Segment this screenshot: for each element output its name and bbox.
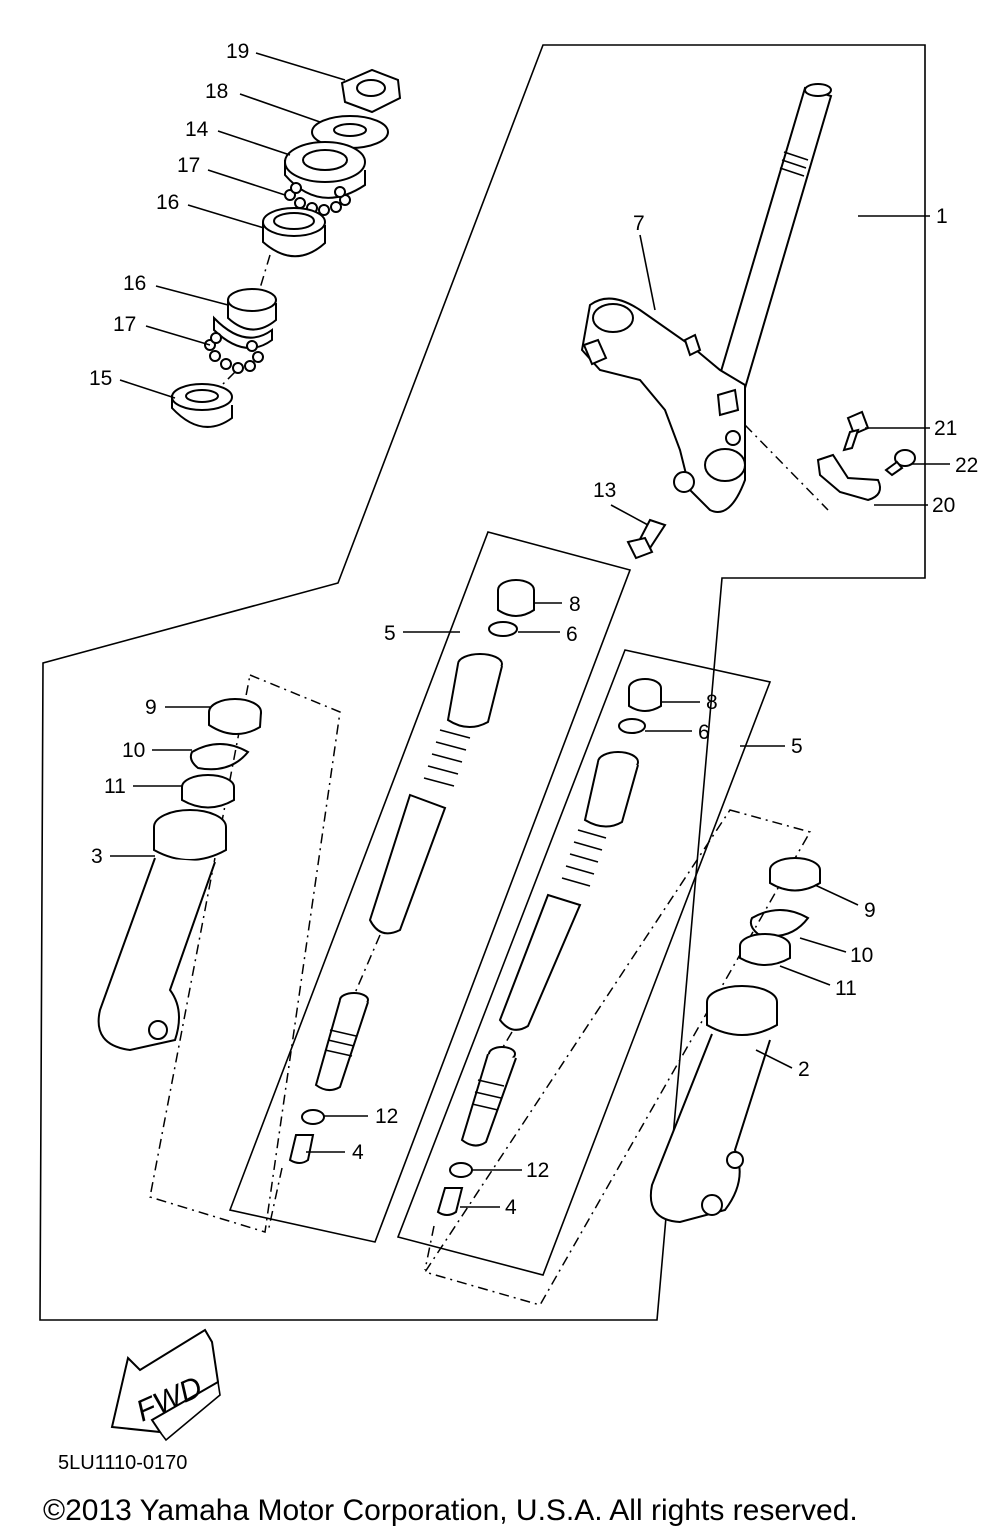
- callout-4-right: 4: [505, 1196, 517, 1219]
- callout-9-right: 9: [864, 899, 876, 922]
- callout-19: 19: [226, 40, 249, 63]
- callout-6-right: 6: [698, 721, 710, 744]
- callout-11-left: 11: [104, 775, 126, 798]
- callout-16-lower: 16: [123, 272, 146, 295]
- callout-15: 15: [89, 367, 112, 390]
- callout-6-left: 6: [566, 623, 578, 646]
- ball-race-17-lower-part: [204, 332, 264, 374]
- fork-inner-panel-right: [396, 649, 772, 1276]
- fork-inner-panel-left: [228, 531, 632, 1243]
- callout-4-left: 4: [352, 1141, 364, 1164]
- callout-16-upper: 16: [156, 191, 179, 214]
- bearing-cup-16-upper-part: [262, 207, 326, 258]
- callout-2: 2: [798, 1058, 810, 1081]
- callout-3: 3: [91, 845, 103, 868]
- fwd-label: FWD: [131, 1370, 207, 1428]
- leader-lines: [110, 52, 950, 1208]
- callout-10-right: 10: [850, 944, 873, 967]
- assembly-boundary: [39, 44, 926, 1321]
- forward-arrow: FWD: [110, 1328, 221, 1442]
- steering-bearing-stack: [171, 68, 402, 428]
- callout-9-left: 9: [145, 696, 157, 719]
- callout-12-right: 12: [526, 1159, 549, 1182]
- callout-17-lower: 17: [113, 313, 136, 336]
- ring-nut-19-part: [340, 68, 402, 114]
- callout-labels: 19 18 14 17 16 16 17 15 1 7 13 21 22 20 …: [89, 40, 978, 1219]
- callout-10-left: 10: [122, 739, 145, 762]
- washer-18-part: [311, 115, 389, 149]
- cover-14-part: [284, 141, 366, 199]
- callout-21: 21: [934, 417, 957, 440]
- bolt-21-part: [842, 410, 870, 452]
- steering-stem-assembly: [580, 83, 916, 560]
- callout-17-upper: 17: [177, 154, 200, 177]
- callout-11-right: 11: [835, 977, 857, 1000]
- callout-14: 14: [185, 118, 209, 141]
- screw-22-part: [884, 449, 916, 477]
- dust-seal-15-part: [171, 383, 233, 428]
- callout-13: 13: [593, 479, 616, 502]
- outer-tube-left-boundary: [149, 673, 341, 1233]
- callout-7: 7: [633, 212, 645, 235]
- bearing-cup-16-lower-part: [213, 288, 277, 349]
- callout-22: 22: [955, 454, 978, 477]
- outer-tube-right-boundary: [423, 809, 812, 1306]
- callout-1: 1: [936, 205, 948, 228]
- callout-8-left: 8: [569, 593, 581, 616]
- callout-20: 20: [932, 494, 955, 517]
- callout-8-right: 8: [706, 691, 718, 714]
- callout-12-left: 12: [375, 1105, 398, 1128]
- copyright-notice: ©2013 Yamaha Motor Corporation, U.S.A. A…: [43, 1494, 858, 1527]
- fork-internals-left: [267, 579, 535, 1233]
- callout-5-right: 5: [791, 735, 803, 758]
- callout-5-left: 5: [384, 622, 396, 645]
- diagram-code: 5LU1110-0170: [58, 1452, 187, 1474]
- outer-tube-right: [649, 857, 821, 1224]
- callout-18: 18: [205, 80, 228, 103]
- pinch-bolt-13-part: [626, 518, 667, 560]
- outer-tube-left: [97, 698, 262, 1052]
